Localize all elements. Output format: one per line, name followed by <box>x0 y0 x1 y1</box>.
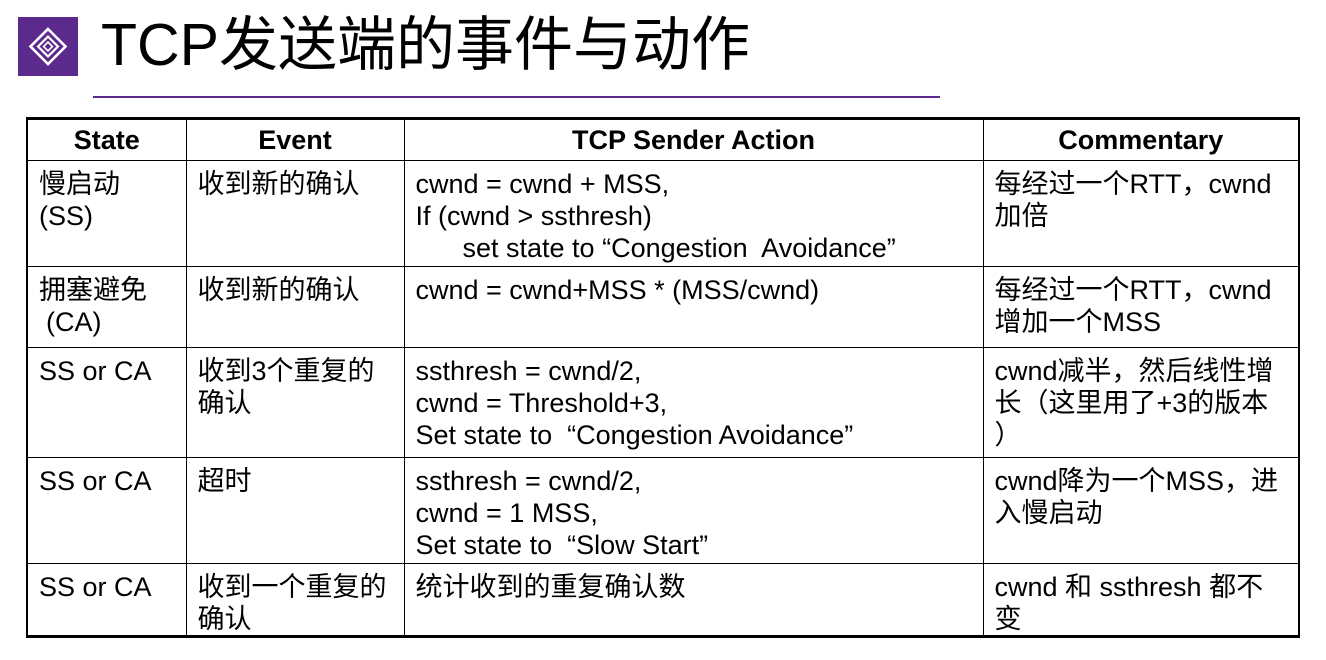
header-event: Event <box>185 117 405 161</box>
events-actions-table: State Event TCP Sender Action Commentary… <box>26 117 1300 638</box>
commentary-line: ） <box>994 420 1022 450</box>
state-cell: SS or CA <box>26 347 187 458</box>
action-line: Set state to “Congestion Avoidance” <box>415 420 854 450</box>
action-cell: ssthresh = cwnd/2, cwnd = Threshold+3, S… <box>403 347 984 458</box>
event-line: 收到新的确认 <box>197 275 360 305</box>
event-line: 收到3个重复的 <box>197 356 375 386</box>
commentary-line: cwnd 和 ssthresh 都不 <box>994 572 1264 602</box>
header-row: State Event TCP Sender Action Commentary <box>26 117 1300 161</box>
action-cell: ssthresh = cwnd/2, cwnd = 1 MSS, Set sta… <box>403 457 984 564</box>
commentary-line: 入慢启动 <box>994 498 1103 528</box>
action-line: 统计收到的重复确认数 <box>415 572 686 602</box>
event-cell: 超时 <box>185 457 405 564</box>
state-line: 拥塞避免 <box>39 275 147 305</box>
header-state: State <box>26 117 187 161</box>
event-line: 收到一个重复的 <box>197 572 387 602</box>
action-cell: 统计收到的重复确认数 <box>403 563 984 638</box>
state-cell: 拥塞避免 (CA) <box>26 266 187 348</box>
commentary-cell: cwnd降为一个MSS，进 入慢启动 <box>982 457 1300 564</box>
action-cell: cwnd = cwnd + MSS, If (cwnd > ssthresh) … <box>403 160 984 267</box>
commentary-line: 每经过一个RTT，cwnd <box>994 169 1272 199</box>
action-line: cwnd = 1 MSS, <box>415 498 598 528</box>
table-row: 拥塞避免 (CA) 收到新的确认 cwnd = cwnd+MSS * (MSS/… <box>26 266 1300 348</box>
table-row: SS or CA 收到3个重复的 确认 ssthresh = cwnd/2, c… <box>26 347 1300 458</box>
commentary-cell: 每经过一个RTT，cwnd 加倍 <box>982 160 1300 267</box>
action-line: set state to “Congestion Avoidance” <box>462 233 896 263</box>
table-row: SS or CA 收到一个重复的 确认 统计收到的重复确认数 cwnd 和 ss… <box>26 563 1300 638</box>
state-cell: SS or CA <box>26 457 187 564</box>
commentary-cell: cwnd 和 ssthresh 都不 变 <box>982 563 1300 638</box>
event-cell: 收到一个重复的 确认 <box>185 563 405 638</box>
event-line: 超时 <box>197 466 252 496</box>
action-line: Set state to “Slow Start” <box>415 530 709 560</box>
event-line: 确认 <box>197 604 252 634</box>
action-line: cwnd = cwnd + MSS, <box>415 169 670 199</box>
commentary-cell: cwnd减半，然后线性增 长（这里用了+3的版本 ） <box>982 347 1300 458</box>
action-line: ssthresh = cwnd/2, <box>415 356 642 386</box>
page-title: TCP发送端的事件与动作 <box>101 12 751 78</box>
commentary-line: 变 <box>994 604 1022 634</box>
action-line: ssthresh = cwnd/2, <box>415 466 642 496</box>
logo <box>18 17 78 76</box>
state-line: (CA) <box>46 307 102 337</box>
commentary-cell: 每经过一个RTT，cwnd 增加一个MSS <box>982 266 1300 348</box>
table-header: State Event TCP Sender Action Commentary <box>26 117 1300 161</box>
state-line: (SS) <box>39 201 93 231</box>
event-line: 收到新的确认 <box>197 169 360 199</box>
state-cell: 慢启动 (SS) <box>26 160 187 267</box>
layered-diamond-icon <box>18 17 78 76</box>
table-row: SS or CA 超时 ssthresh = cwnd/2, cwnd = 1 … <box>26 457 1300 564</box>
commentary-line: 长（这里用了+3的版本 <box>994 388 1269 418</box>
action-line: If (cwnd > ssthresh) <box>415 201 652 231</box>
title-divider <box>93 96 940 98</box>
header-action: TCP Sender Action <box>403 117 984 161</box>
event-cell: 收到3个重复的 确认 <box>185 347 405 458</box>
action-line: cwnd = cwnd+MSS * (MSS/cwnd) <box>415 275 820 305</box>
event-cell: 收到新的确认 <box>185 160 405 267</box>
state-line: SS or CA <box>39 356 152 386</box>
commentary-line: cwnd减半，然后线性增 <box>994 356 1274 386</box>
table-body: 慢启动 (SS) 收到新的确认 cwnd = cwnd + MSS, If (c… <box>26 160 1300 638</box>
commentary-line: 加倍 <box>994 201 1049 231</box>
commentary-line: cwnd降为一个MSS，进 <box>994 466 1279 496</box>
state-line: 慢启动 <box>39 169 120 199</box>
state-cell: SS or CA <box>26 563 187 638</box>
state-line: SS or CA <box>39 572 152 602</box>
event-cell: 收到新的确认 <box>185 266 405 348</box>
action-cell: cwnd = cwnd+MSS * (MSS/cwnd) <box>403 266 984 348</box>
event-line: 确认 <box>197 388 252 418</box>
header-commentary: Commentary <box>982 117 1300 161</box>
action-line: cwnd = Threshold+3, <box>415 388 668 418</box>
table-row: 慢启动 (SS) 收到新的确认 cwnd = cwnd + MSS, If (c… <box>26 160 1300 267</box>
state-line: SS or CA <box>39 466 152 496</box>
commentary-line: 每经过一个RTT，cwnd <box>994 275 1272 305</box>
commentary-line: 增加一个MSS <box>994 307 1162 337</box>
